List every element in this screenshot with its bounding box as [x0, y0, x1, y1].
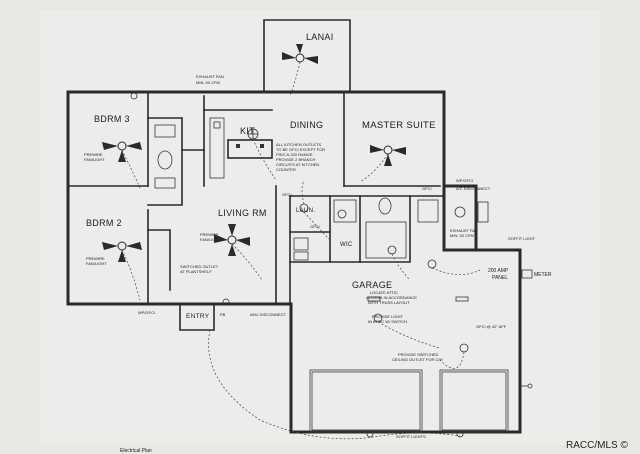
fixtures: [154, 124, 466, 261]
note-meter: METER: [534, 272, 552, 278]
room-labels: LANAI BDRM 3 BDRM 2 DINING MASTER SUITE …: [86, 32, 436, 320]
note-exhaust-fan-top-cfm: MIN. 50 CFM: [196, 80, 220, 85]
note-switched-outlet-2: AT PLANTSHELF: [180, 269, 212, 274]
note-switched-outlet-1: SWITCHED OUTLET: [180, 264, 219, 269]
room-label-bdrm2: BDRM 2: [86, 218, 122, 228]
room-label-dining: DINING: [290, 120, 323, 130]
room-label-bdrm3: BDRM 3: [94, 114, 130, 124]
exterior-marks: [477, 201, 533, 389]
note-switched-outlet-door-1: PROVIDE SWITCHED: [398, 352, 439, 357]
note-attic-access-3: WITH TRUSS LAYOUT: [368, 300, 410, 305]
note-panel-2: PANEL: [492, 275, 508, 281]
interior-walls: [67, 91, 445, 331]
note-wp-gfci-bottom: WP/GFCI: [138, 310, 155, 315]
ceiling-fans: [102, 44, 406, 262]
room-label-living: LIVING RM: [218, 208, 267, 218]
note-kitchen-outlets-3: FRIG & 220 RANGE.: [276, 152, 314, 157]
note-wp-gfci: WP/GFCI: [456, 178, 473, 183]
note-soffit-light-right: SOFFIT LIGHT: [508, 236, 536, 241]
note-prewire-living-2: FAN/LIGHT: [200, 237, 221, 242]
note-prewire-bdrm2-2: FAN/LIGHT: [86, 261, 107, 266]
note-kitchen-outlets-2: TO BE GFCI EXCEPT FOR: [276, 147, 325, 152]
note-prewire-bdrm2-1: PREWIRE: [86, 256, 105, 261]
note-ahu-disconnect: AHU DISCONNECT: [250, 312, 287, 317]
note-gfci-ceiling: GFCI @ 42" AFF: [476, 324, 507, 329]
note-gfci-top: GFCI: [422, 186, 432, 191]
note-attic-light-1: PROVIDE LIGHT: [372, 314, 403, 319]
note-attic-access-2: ACCESS IN ACCORDANCE: [366, 295, 417, 300]
note-switched-outlet-door-2: CEILING OUTLET FOR O/H: [392, 357, 443, 362]
garage-doors: [309, 369, 509, 433]
note-gfci-laun: GFCI: [310, 224, 320, 229]
exterior-walls: [66, 19, 522, 434]
room-label-wic: WIC: [340, 242, 353, 248]
note-plan-caption: Electrical Plan: [120, 448, 152, 454]
annotation-notes: EXHAUST FAN MIN. 50 CFM ALL KITCHEN OUTL…: [84, 74, 552, 454]
room-label-lanai: LANAI: [306, 32, 334, 42]
note-kitchen-outlets-4: PROVIDE 2 BRANCH: [276, 157, 315, 162]
note-exhaust-fan-right-2: MIN. 50 CFM: [450, 233, 474, 238]
note-panel-1: 200 AMP: [488, 268, 509, 274]
note-prewire-living-1: PREWIRE: [200, 232, 219, 237]
wiring: [121, 61, 481, 440]
note-ac-disconnect: A/C DISCONNECT: [456, 186, 491, 191]
note-kitchen-outlets-6: COUNTER: [276, 167, 296, 172]
kitchen-island: [209, 117, 273, 179]
note-attic-access-1: LOCATE ATTIC: [370, 290, 398, 295]
note-soffit-lights-bottom: SOFFIT LIGHTS: [396, 434, 426, 439]
room-label-entry: ENTRY: [186, 313, 210, 320]
note-prewire-bdrm3-1: PREWIRE: [84, 152, 103, 157]
note-gfci-living: GFCI: [282, 192, 292, 197]
note-attic-light-2: IN ATTIC W/ SWITCH: [368, 319, 407, 324]
note-kitchen-outlets-5: CIRCUITS AT KITCHEN: [276, 162, 319, 167]
room-label-kit: KIT: [240, 126, 255, 136]
room-label-master: MASTER SUITE: [362, 120, 436, 131]
room-label-laun: LAUN.: [296, 208, 315, 214]
note-exhaust-fan-right-1: EXHAUST FAN: [450, 228, 478, 233]
note-kitchen-outlets-1: ALL KITCHEN OUTLETS: [276, 142, 322, 147]
note-prewire-bdrm3-2: FAN/LIGHT: [84, 157, 105, 162]
watermark: RACC/MLS ©: [566, 440, 628, 451]
note-exhaust-fan-top: EXHAUST FAN: [196, 74, 224, 79]
room-label-garage: GARAGE: [352, 280, 392, 290]
note-pb: PB: [220, 312, 226, 317]
